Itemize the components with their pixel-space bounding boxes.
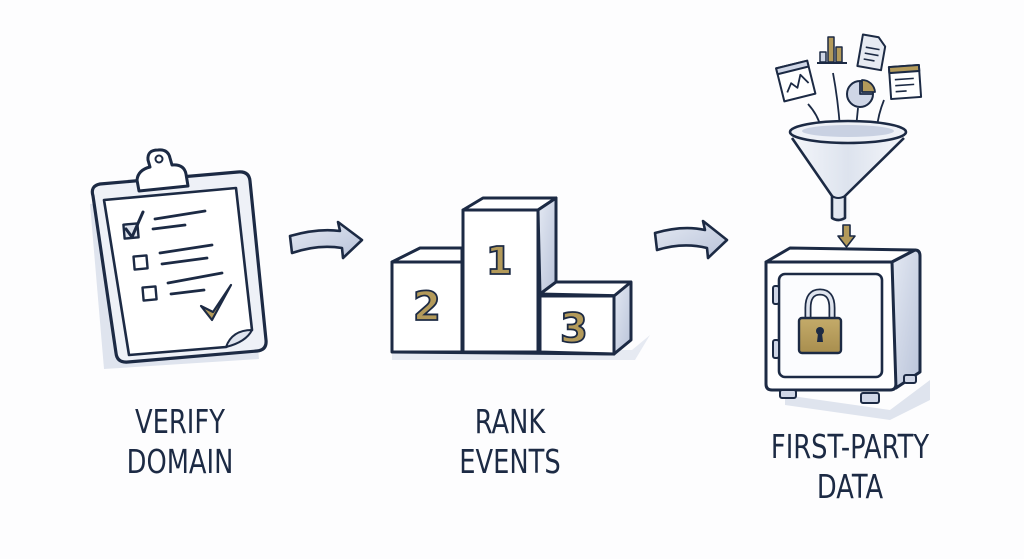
label-line: FIRST-PARTY [770, 427, 930, 466]
safe-icon [764, 246, 930, 420]
label-line: RANK [474, 402, 546, 441]
funnel-icon [788, 119, 908, 222]
arrow-right-icon [288, 220, 364, 260]
document-icon [856, 33, 887, 72]
label-line: DOMAIN [126, 442, 234, 481]
podium-icon [390, 196, 650, 360]
padlock-icon [797, 288, 843, 355]
podium-place-2: 2 [413, 284, 441, 330]
text-window-icon [887, 63, 923, 101]
podium-place-3: 3 [560, 306, 588, 352]
label-line: VERIFY [135, 402, 225, 441]
bar-chart-icon [817, 36, 847, 64]
step-label-rank-events: RANK EVENTS [424, 402, 596, 482]
label-line: EVENTS [459, 442, 561, 481]
podium-place-1: 1 [486, 239, 512, 283]
step-label-verify-domain: VERIFY DOMAIN [94, 402, 266, 482]
down-arrow-icon [837, 224, 856, 248]
label-line: DATA [816, 467, 884, 506]
arrow-right-icon [653, 219, 729, 260]
step-label-first-party-data: FIRST-PARTY DATA [749, 427, 952, 507]
line-chart-window-icon [775, 59, 817, 103]
clipboard-checklist-icon [90, 148, 268, 369]
podium-numbers: 1 2 3 [412, 238, 589, 353]
data-sources [775, 33, 923, 130]
pie-chart-icon [846, 79, 876, 108]
